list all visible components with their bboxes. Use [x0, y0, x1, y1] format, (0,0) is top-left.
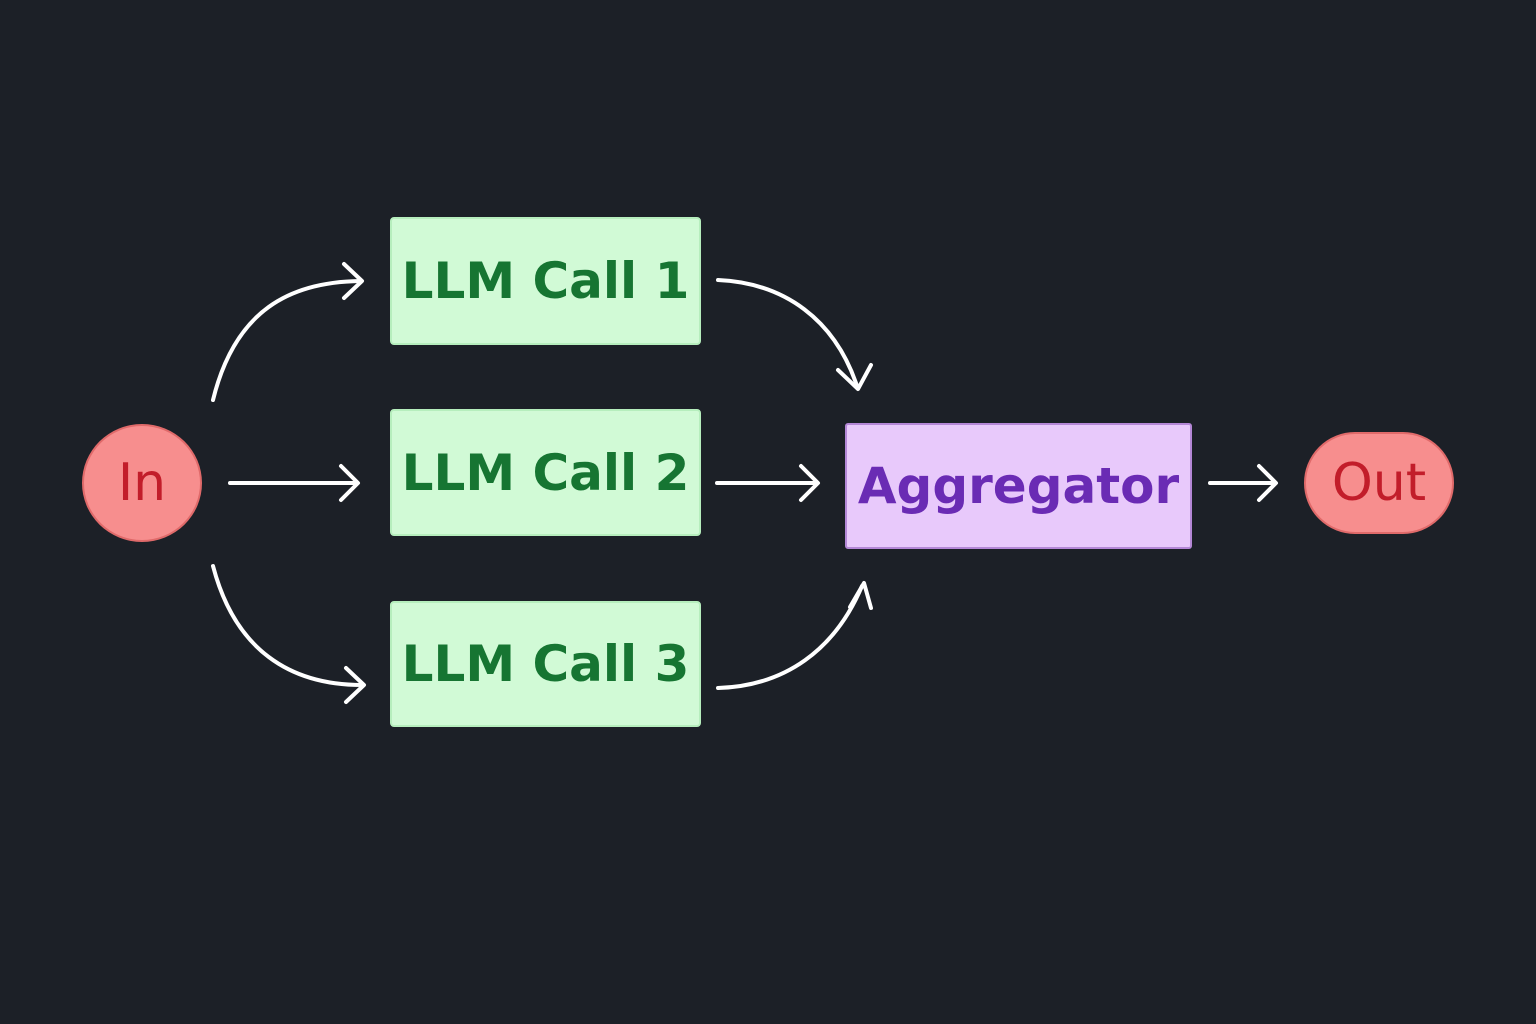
arrowhead-agg-middle — [799, 464, 820, 502]
node-aggregator: Aggregator — [845, 423, 1192, 549]
edge-in-to-llm3 — [211, 564, 364, 687]
node-llm-call-1: LLM Call 1 — [390, 217, 701, 345]
node-llm-call-3: LLM Call 3 — [390, 601, 701, 727]
node-aggregator-label: Aggregator — [857, 457, 1180, 515]
edge-llm3-to-agg — [716, 584, 864, 690]
arrowhead-llm1 — [342, 262, 364, 300]
node-llm-call-2-label: LLM Call 2 — [401, 443, 690, 502]
node-input: In — [82, 424, 202, 542]
arrowhead-llm2 — [339, 464, 360, 502]
node-llm-call-2: LLM Call 2 — [390, 409, 701, 536]
arrowhead-llm3 — [344, 666, 366, 704]
arrowhead-agg-bottom — [848, 581, 873, 610]
edge-llm1-to-agg — [716, 278, 859, 388]
node-llm-call-1-label: LLM Call 1 — [401, 252, 690, 310]
node-llm-call-3-label: LLM Call 3 — [401, 635, 690, 693]
arrowhead-agg-top — [836, 363, 873, 391]
node-output: Out — [1304, 432, 1454, 534]
node-input-label: In — [117, 453, 167, 513]
node-output-label: Out — [1331, 453, 1427, 513]
arrowhead-out — [1257, 464, 1278, 502]
edge-in-to-llm1 — [211, 279, 362, 402]
